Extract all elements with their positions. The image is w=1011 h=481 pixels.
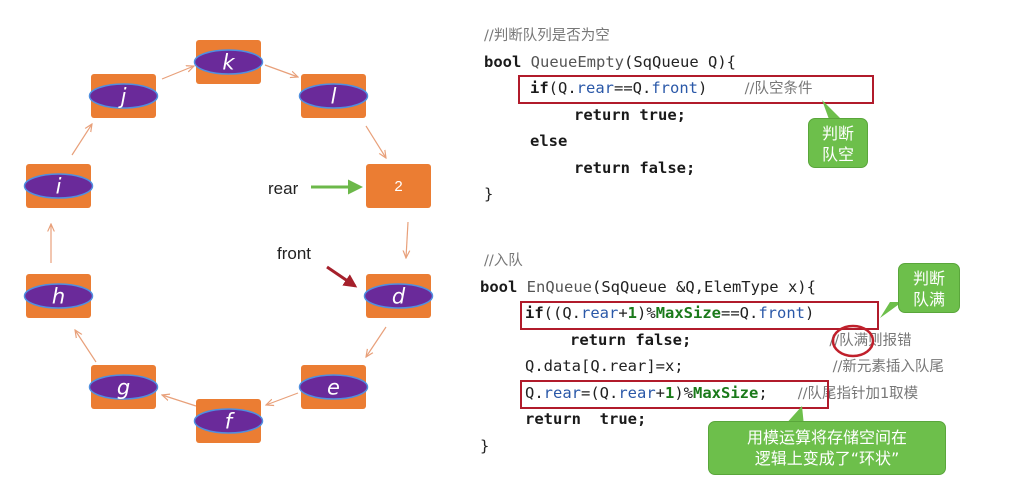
node-label: f	[225, 410, 236, 434]
code-queue-empty: //判断队列是否为空 bool QueueEmpty(SqQueue Q){ if(…	[470, 22, 812, 208]
node-label: g	[117, 376, 130, 400]
node-oval	[23, 283, 94, 309]
callout-queue-full: 判断 队满	[898, 263, 960, 313]
arrow-g-to-h	[75, 330, 97, 363]
callout-text: 队满	[912, 290, 945, 309]
code-line: //入队	[484, 253, 523, 269]
code-enqueue: //入队 bool EnQueue(SqQueue &Q,ElemType x){…	[470, 247, 944, 459]
callout-pointer-empty	[822, 100, 844, 122]
node-f: f	[193, 399, 264, 443]
node-oval	[298, 83, 369, 109]
code-line: if((Q.rear+1)%MaxSize==Q.front)	[525, 304, 815, 322]
arrow-l-to-2	[365, 125, 386, 158]
callout-text: 用模运算将存储空间在	[746, 428, 907, 447]
node-g: g	[88, 365, 159, 409]
code-line: //判断队列是否为空	[484, 28, 610, 44]
node-label: 2	[394, 178, 402, 195]
highlight-rear-update	[520, 380, 829, 409]
node-oval	[193, 49, 264, 75]
code-line: bool EnQueue(SqQueue &Q,ElemType x){	[480, 277, 816, 296]
node-label: j	[118, 85, 127, 109]
front-label: front	[277, 244, 311, 263]
code-line: bool QueueEmpty(SqQueue Q){	[484, 52, 736, 71]
code-line: Q.data[Q.rear]=x;//新元素插入队尾	[525, 357, 944, 375]
callout-queue-empty: 判断 队空	[808, 118, 868, 168]
arrow-e-to-f	[266, 392, 299, 405]
circular-queue-diagram: k l 2 d e f g h i j	[23, 40, 434, 443]
arrow-d-to-e	[366, 326, 387, 357]
arrow-j-to-k	[161, 66, 194, 80]
node-label: l	[331, 85, 337, 109]
node-box	[366, 164, 431, 208]
node-oval	[363, 283, 434, 309]
callout-text: 逻辑上变成了“环状”	[754, 449, 900, 468]
code-line: return true;	[525, 410, 647, 428]
node-oval	[23, 173, 94, 199]
rear-label: rear	[268, 179, 299, 198]
node-oval	[88, 83, 159, 109]
node-i: i	[23, 164, 94, 208]
node-e: e	[298, 365, 369, 409]
arrow-2-to-d	[406, 221, 408, 258]
code-line: return true;	[574, 105, 686, 124]
ring-arrows	[51, 64, 408, 407]
code-line: return false;//队满则报错	[570, 330, 912, 349]
node-oval	[88, 374, 159, 400]
code-line: return false;	[574, 158, 696, 177]
node-oval	[298, 374, 369, 400]
node-l: l	[298, 74, 369, 118]
node-label: k	[222, 51, 235, 75]
callout-text: 判断	[912, 269, 945, 288]
highlight-empty-condition	[518, 75, 874, 104]
node-j: j	[88, 74, 159, 118]
callout-text: 判断	[821, 124, 854, 143]
arrow-f-to-g	[162, 395, 197, 407]
circle-mark	[831, 324, 875, 358]
code-line: if(Q.rear==Q.front) //队空条件	[530, 79, 813, 97]
node-label: e	[327, 376, 340, 400]
node-d: d	[363, 274, 434, 318]
highlight-full-condition	[520, 301, 879, 330]
callout-text: 队空	[821, 145, 854, 164]
arrow-i-to-j	[71, 124, 92, 156]
callout-pointer-full	[880, 302, 902, 318]
arrow-k-to-l	[264, 64, 298, 77]
code-line: }	[480, 436, 490, 455]
front-arrow	[326, 265, 358, 288]
code-line: else	[530, 132, 568, 150]
node-h: h	[23, 274, 94, 318]
node-label: i	[56, 175, 62, 199]
node-oval	[193, 408, 264, 434]
callout-modulo: 用模运算将存储空间在 逻辑上变成了“环状”	[708, 421, 946, 475]
code-line: }	[484, 185, 494, 203]
node-label: h	[52, 285, 65, 309]
node-label: d	[392, 285, 406, 309]
node-k: k	[193, 40, 264, 84]
node-2: 2	[366, 164, 431, 208]
